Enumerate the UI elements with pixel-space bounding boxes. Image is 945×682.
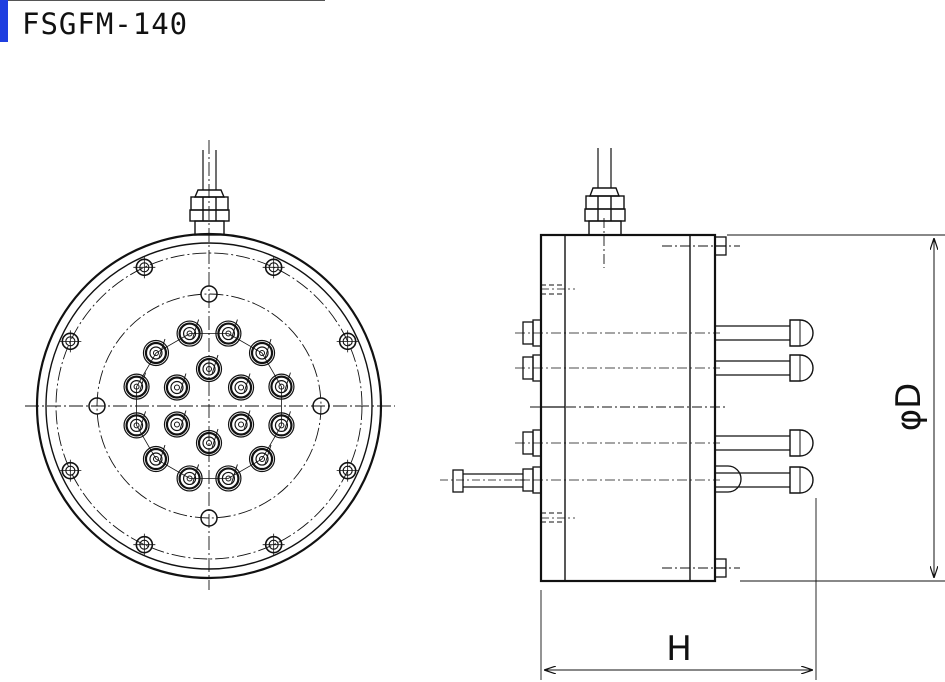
- side-cable-gland: [584, 187, 626, 236]
- air-port-15: [227, 410, 255, 438]
- air-port-7: [176, 464, 203, 492]
- locating-hole-1: [200, 285, 218, 303]
- bolt-8: [133, 256, 156, 279]
- locating-hole-3: [200, 509, 218, 527]
- air-port-6: [215, 464, 242, 492]
- diameter-label: φD: [889, 383, 929, 432]
- title-rule: [8, 0, 325, 1]
- air-port-14: [227, 373, 255, 401]
- front-view: [25, 140, 395, 590]
- side-fitting-3: [515, 429, 720, 457]
- side-cable: [597, 148, 612, 188]
- body-outline: [539, 233, 717, 583]
- air-port-16: [195, 428, 223, 457]
- bolt-2: [336, 330, 359, 353]
- air-pipe-1: [715, 319, 814, 347]
- pipe-cap: [715, 465, 742, 493]
- port-ring: [136, 333, 282, 479]
- dimension-height: [540, 498, 817, 680]
- bolt-6: [59, 459, 82, 482]
- height-label: H: [666, 629, 692, 669]
- bolt-3: [336, 459, 359, 482]
- locating-hole-2: [312, 397, 330, 415]
- side-fitting-4: [515, 466, 720, 494]
- model-title: FSGFM-140: [22, 7, 189, 41]
- bolt-4: [262, 533, 285, 556]
- left-pipe: [440, 469, 530, 493]
- side-fittings: [515, 319, 720, 494]
- dimension-diameter: [727, 234, 945, 582]
- title-accent-bar: [0, 0, 8, 42]
- bolt-5: [133, 533, 156, 556]
- cable: [202, 150, 217, 190]
- side-view: [440, 148, 814, 583]
- air-pipes: [715, 319, 814, 494]
- air-port-5: [248, 444, 276, 473]
- air-port-2: [248, 338, 276, 367]
- air-port-11: [142, 338, 170, 367]
- side-fitting-1: [515, 319, 720, 347]
- air-pipe-3: [715, 429, 814, 457]
- air-port-17: [163, 410, 191, 438]
- air-port-10: [123, 372, 150, 400]
- bolt-7: [59, 330, 82, 353]
- bolt-1: [262, 256, 285, 279]
- air-port-13: [195, 354, 223, 383]
- air-port-1: [215, 319, 242, 347]
- air-pipe-2: [715, 354, 814, 382]
- air-port-18: [163, 373, 191, 401]
- side-fitting-2: [515, 354, 720, 382]
- cable-gland: [189, 189, 230, 236]
- locating-holes: [88, 285, 330, 527]
- hidden-holes: [541, 284, 565, 523]
- mounting-bolts: [59, 256, 359, 556]
- locating-hole-4: [88, 397, 106, 415]
- air-port-12: [176, 319, 203, 347]
- air-ports: [123, 319, 295, 492]
- air-pipe-4: [715, 466, 814, 494]
